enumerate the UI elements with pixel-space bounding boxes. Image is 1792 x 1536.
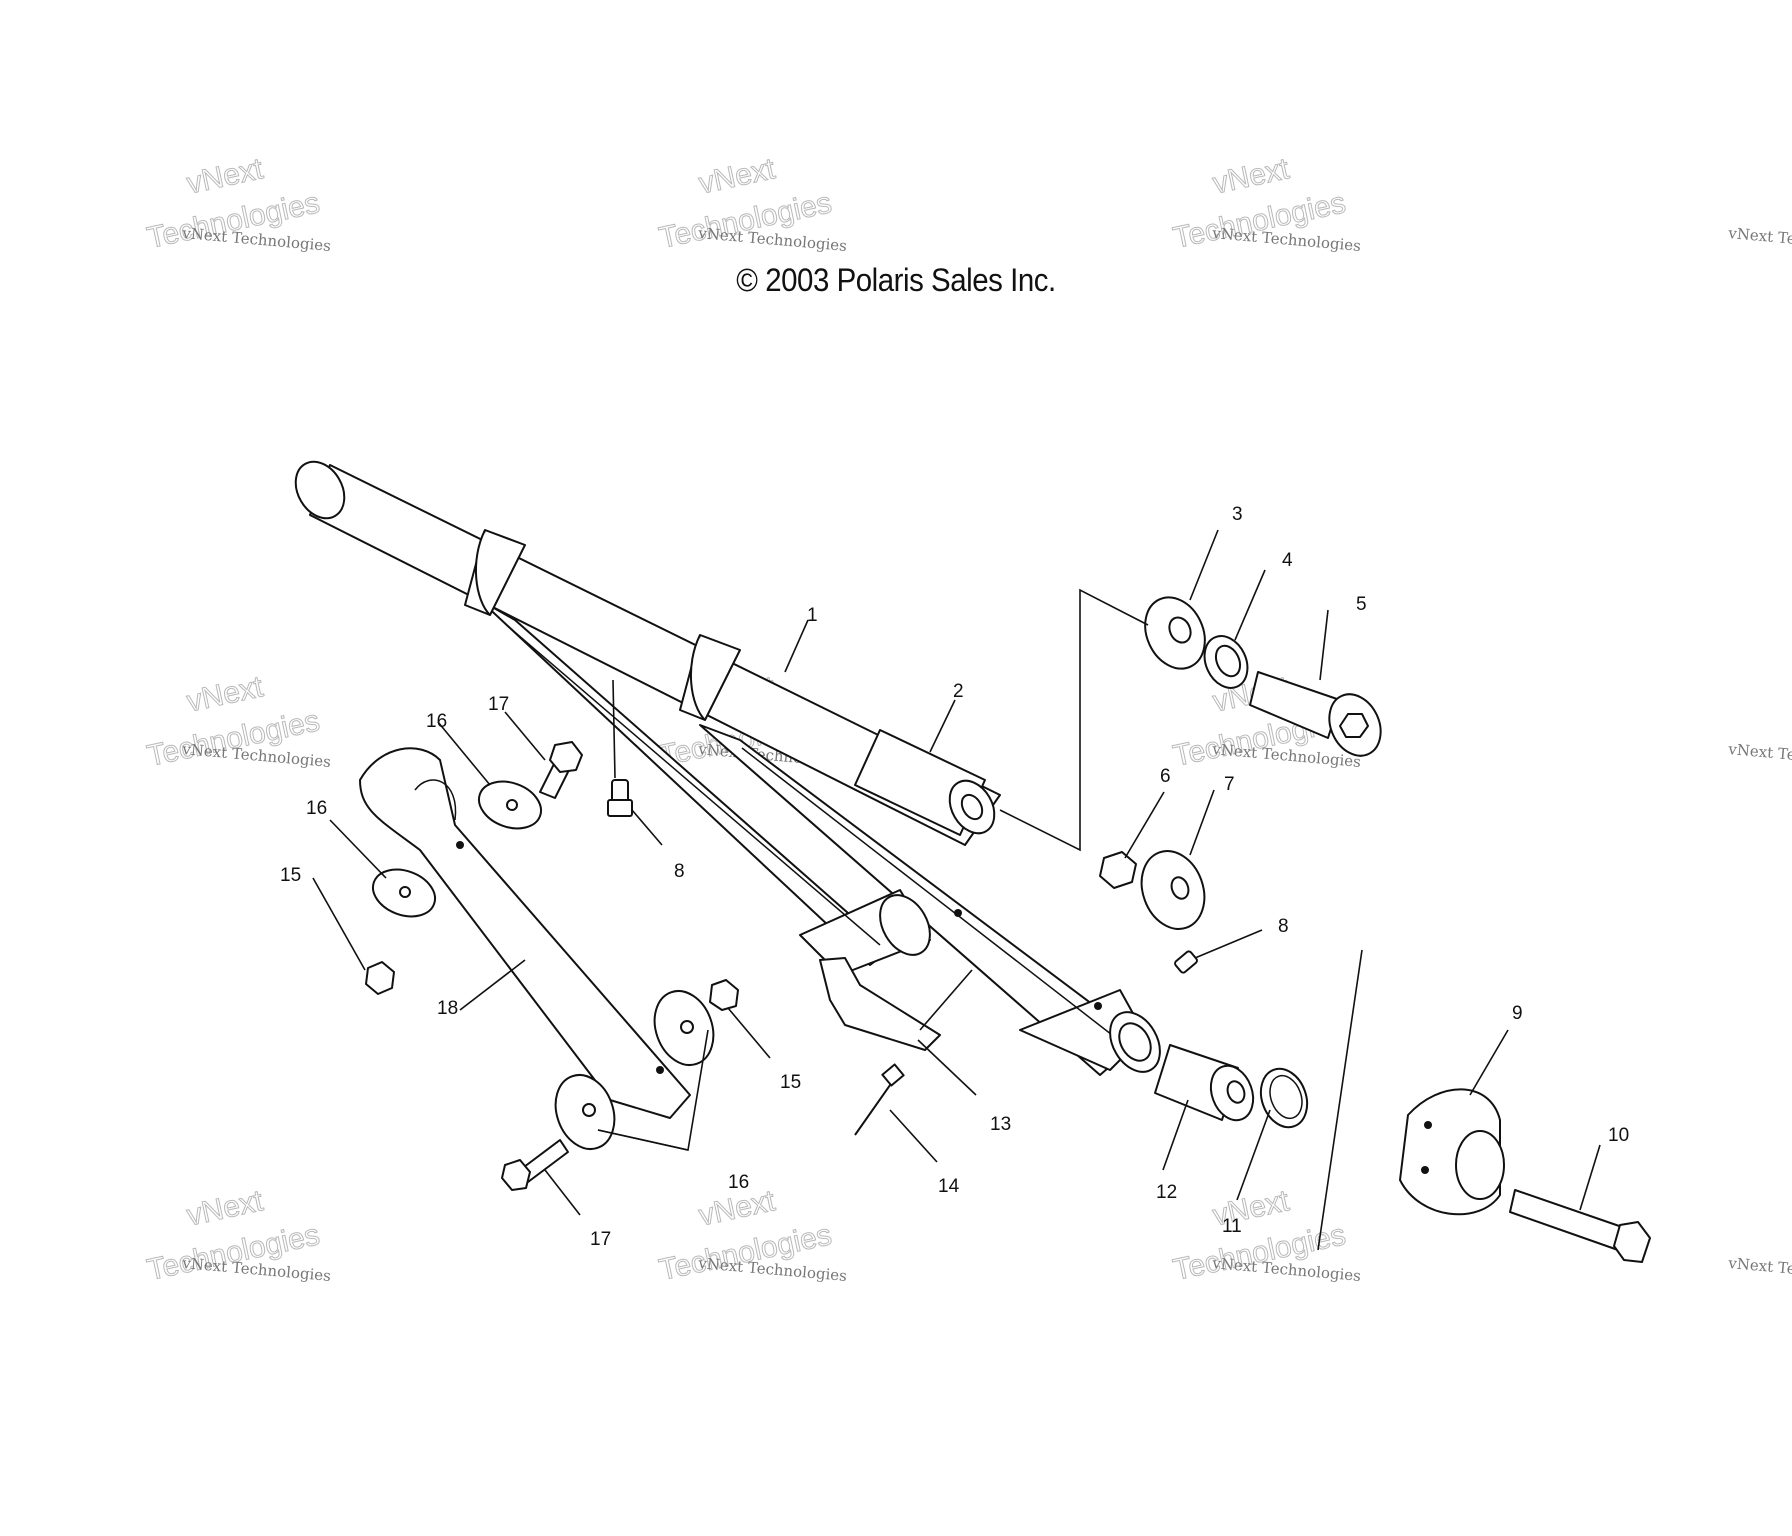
callout-5: 5 — [1356, 594, 1367, 615]
pivot-bushing-lower — [879, 894, 1161, 1073]
callout-9: 9 — [1512, 1003, 1523, 1024]
watermark-big-1: vNext — [184, 152, 267, 200]
part-13-bracket — [819, 957, 941, 1051]
part-12-bushing — [1154, 1044, 1255, 1122]
callout-13: 13 — [990, 1114, 1011, 1135]
callout-18: 18 — [437, 998, 458, 1019]
part-6-nut — [1099, 851, 1137, 889]
svg-text:vNext: vNext — [696, 152, 779, 200]
part-10-bolt — [1509, 1189, 1651, 1263]
copyright-text: © 2003 Polaris Sales Inc. — [736, 262, 1056, 298]
svg-text:vNext: vNext — [1210, 152, 1293, 200]
part-18-link-arm — [359, 747, 691, 1119]
svg-text:vNext Technologies: vNext Technologies — [1727, 224, 1792, 255]
callout-12: 12 — [1156, 1182, 1177, 1203]
part-7-washer — [1140, 850, 1206, 930]
callout-7: 7 — [1224, 774, 1235, 795]
callout-labels: 1 2 3 4 5 6 7 8 8 9 10 11 12 13 14 15 15… — [280, 504, 1629, 1250]
part-2-bushing — [854, 729, 996, 836]
callout-8a: 8 — [674, 861, 685, 882]
callout-8b: 8 — [1278, 916, 1289, 937]
callout-16c: 16 — [728, 1172, 749, 1193]
callout-6: 6 — [1160, 766, 1171, 787]
svg-text:vNext Technologies: vNext Technologies — [1727, 1254, 1792, 1285]
part-4-lock-washer — [1203, 635, 1249, 689]
part-15-nut — [365, 961, 739, 1011]
part-9-housing — [1399, 1088, 1505, 1216]
callout-4: 4 — [1282, 550, 1293, 571]
callout-17b: 17 — [590, 1229, 611, 1250]
part-16-washer — [372, 780, 715, 1150]
leader-lines — [312, 529, 1601, 1251]
svg-text:vNext: vNext — [184, 670, 267, 718]
callout-15b: 15 — [780, 1072, 801, 1093]
part-1-swing-arm-tube — [294, 460, 1001, 846]
watermarks: vNext Technologies vNext Technologies vN… — [144, 152, 1792, 1288]
part-5-pivot-bolt — [1249, 671, 1382, 757]
part-17-bolt — [501, 741, 583, 1191]
callout-11: 11 — [1222, 1216, 1242, 1237]
callout-10: 10 — [1608, 1125, 1629, 1146]
callout-16b: 16 — [306, 798, 327, 819]
part-14-rivet — [854, 1063, 905, 1136]
callout-17a: 17 — [488, 694, 509, 715]
callout-3: 3 — [1232, 504, 1243, 525]
callout-2: 2 — [953, 681, 964, 702]
callout-15a: 15 — [280, 865, 301, 886]
part-3-washer — [1144, 596, 1206, 670]
part-11-o-ring — [1259, 1067, 1309, 1129]
svg-text:vNext: vNext — [184, 1184, 267, 1232]
callout-16a: 16 — [426, 711, 447, 732]
svg-text:vNext Technologies: vNext Technologies — [1727, 740, 1792, 771]
part-8-grease-fitting — [607, 779, 1198, 974]
callout-1: 1 — [807, 605, 818, 626]
callout-14: 14 — [938, 1176, 960, 1197]
